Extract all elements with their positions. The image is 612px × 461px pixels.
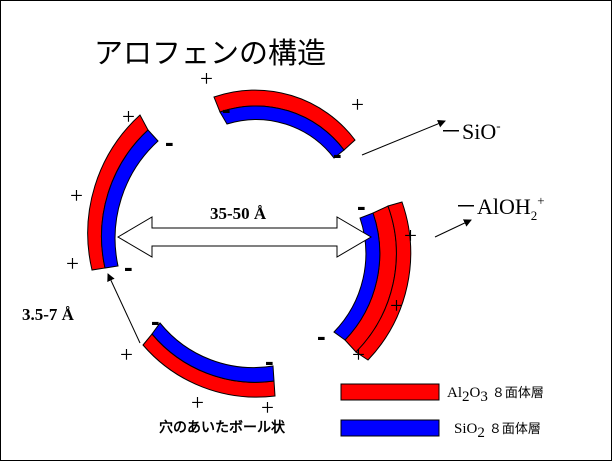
arc-segment-right	[333, 201, 412, 361]
minus-sign: -	[124, 252, 133, 282]
plus-sign: +	[191, 390, 204, 415]
arc-segment-bottom	[142, 322, 276, 398]
plus-sign: +	[120, 342, 133, 367]
plus-sign: +	[122, 104, 135, 129]
diameter-label: 35-50 Å	[210, 204, 267, 223]
diameter-arrow	[117, 216, 372, 258]
plus-sign: +	[351, 92, 364, 117]
plus-sign: +	[352, 342, 365, 367]
hole-size-label: 3.5-7 Å	[22, 305, 75, 324]
minus-signs: - - - - - - - -	[124, 94, 366, 376]
aloh-group-label: －AlOH2+	[455, 193, 545, 223]
sio-pointer-arrow	[361, 119, 446, 156]
plus-sign: +	[70, 183, 83, 208]
hole-size-arrow	[107, 273, 141, 344]
plus-sign: +	[390, 293, 403, 318]
arc-segment-top	[213, 89, 356, 159]
minus-sign: -	[317, 321, 326, 351]
legend-swatch-sio2	[340, 419, 440, 437]
slide-title: アロフェンの構造	[94, 36, 327, 70]
plus-sign: +	[261, 395, 274, 420]
plus-sign: +	[200, 66, 213, 91]
minus-sign: -	[265, 346, 274, 376]
arc-segment-left	[87, 114, 159, 271]
plus-sign: +	[66, 251, 79, 276]
minus-sign: -	[357, 191, 366, 221]
minus-sign: -	[165, 127, 174, 157]
minus-sign: -	[222, 94, 231, 124]
minus-sign: -	[151, 306, 160, 336]
plus-signs: + + + + + + + + + + +	[66, 66, 417, 420]
plus-sign: +	[404, 223, 417, 248]
sio-group-label: －SiO-	[440, 118, 501, 144]
aloh-pointer-arrow	[434, 219, 472, 238]
minus-sign: -	[333, 139, 342, 169]
hollow-sphere-label: 穴のあいたボール状	[159, 419, 286, 436]
legend-swatch-al2o3	[340, 383, 440, 401]
